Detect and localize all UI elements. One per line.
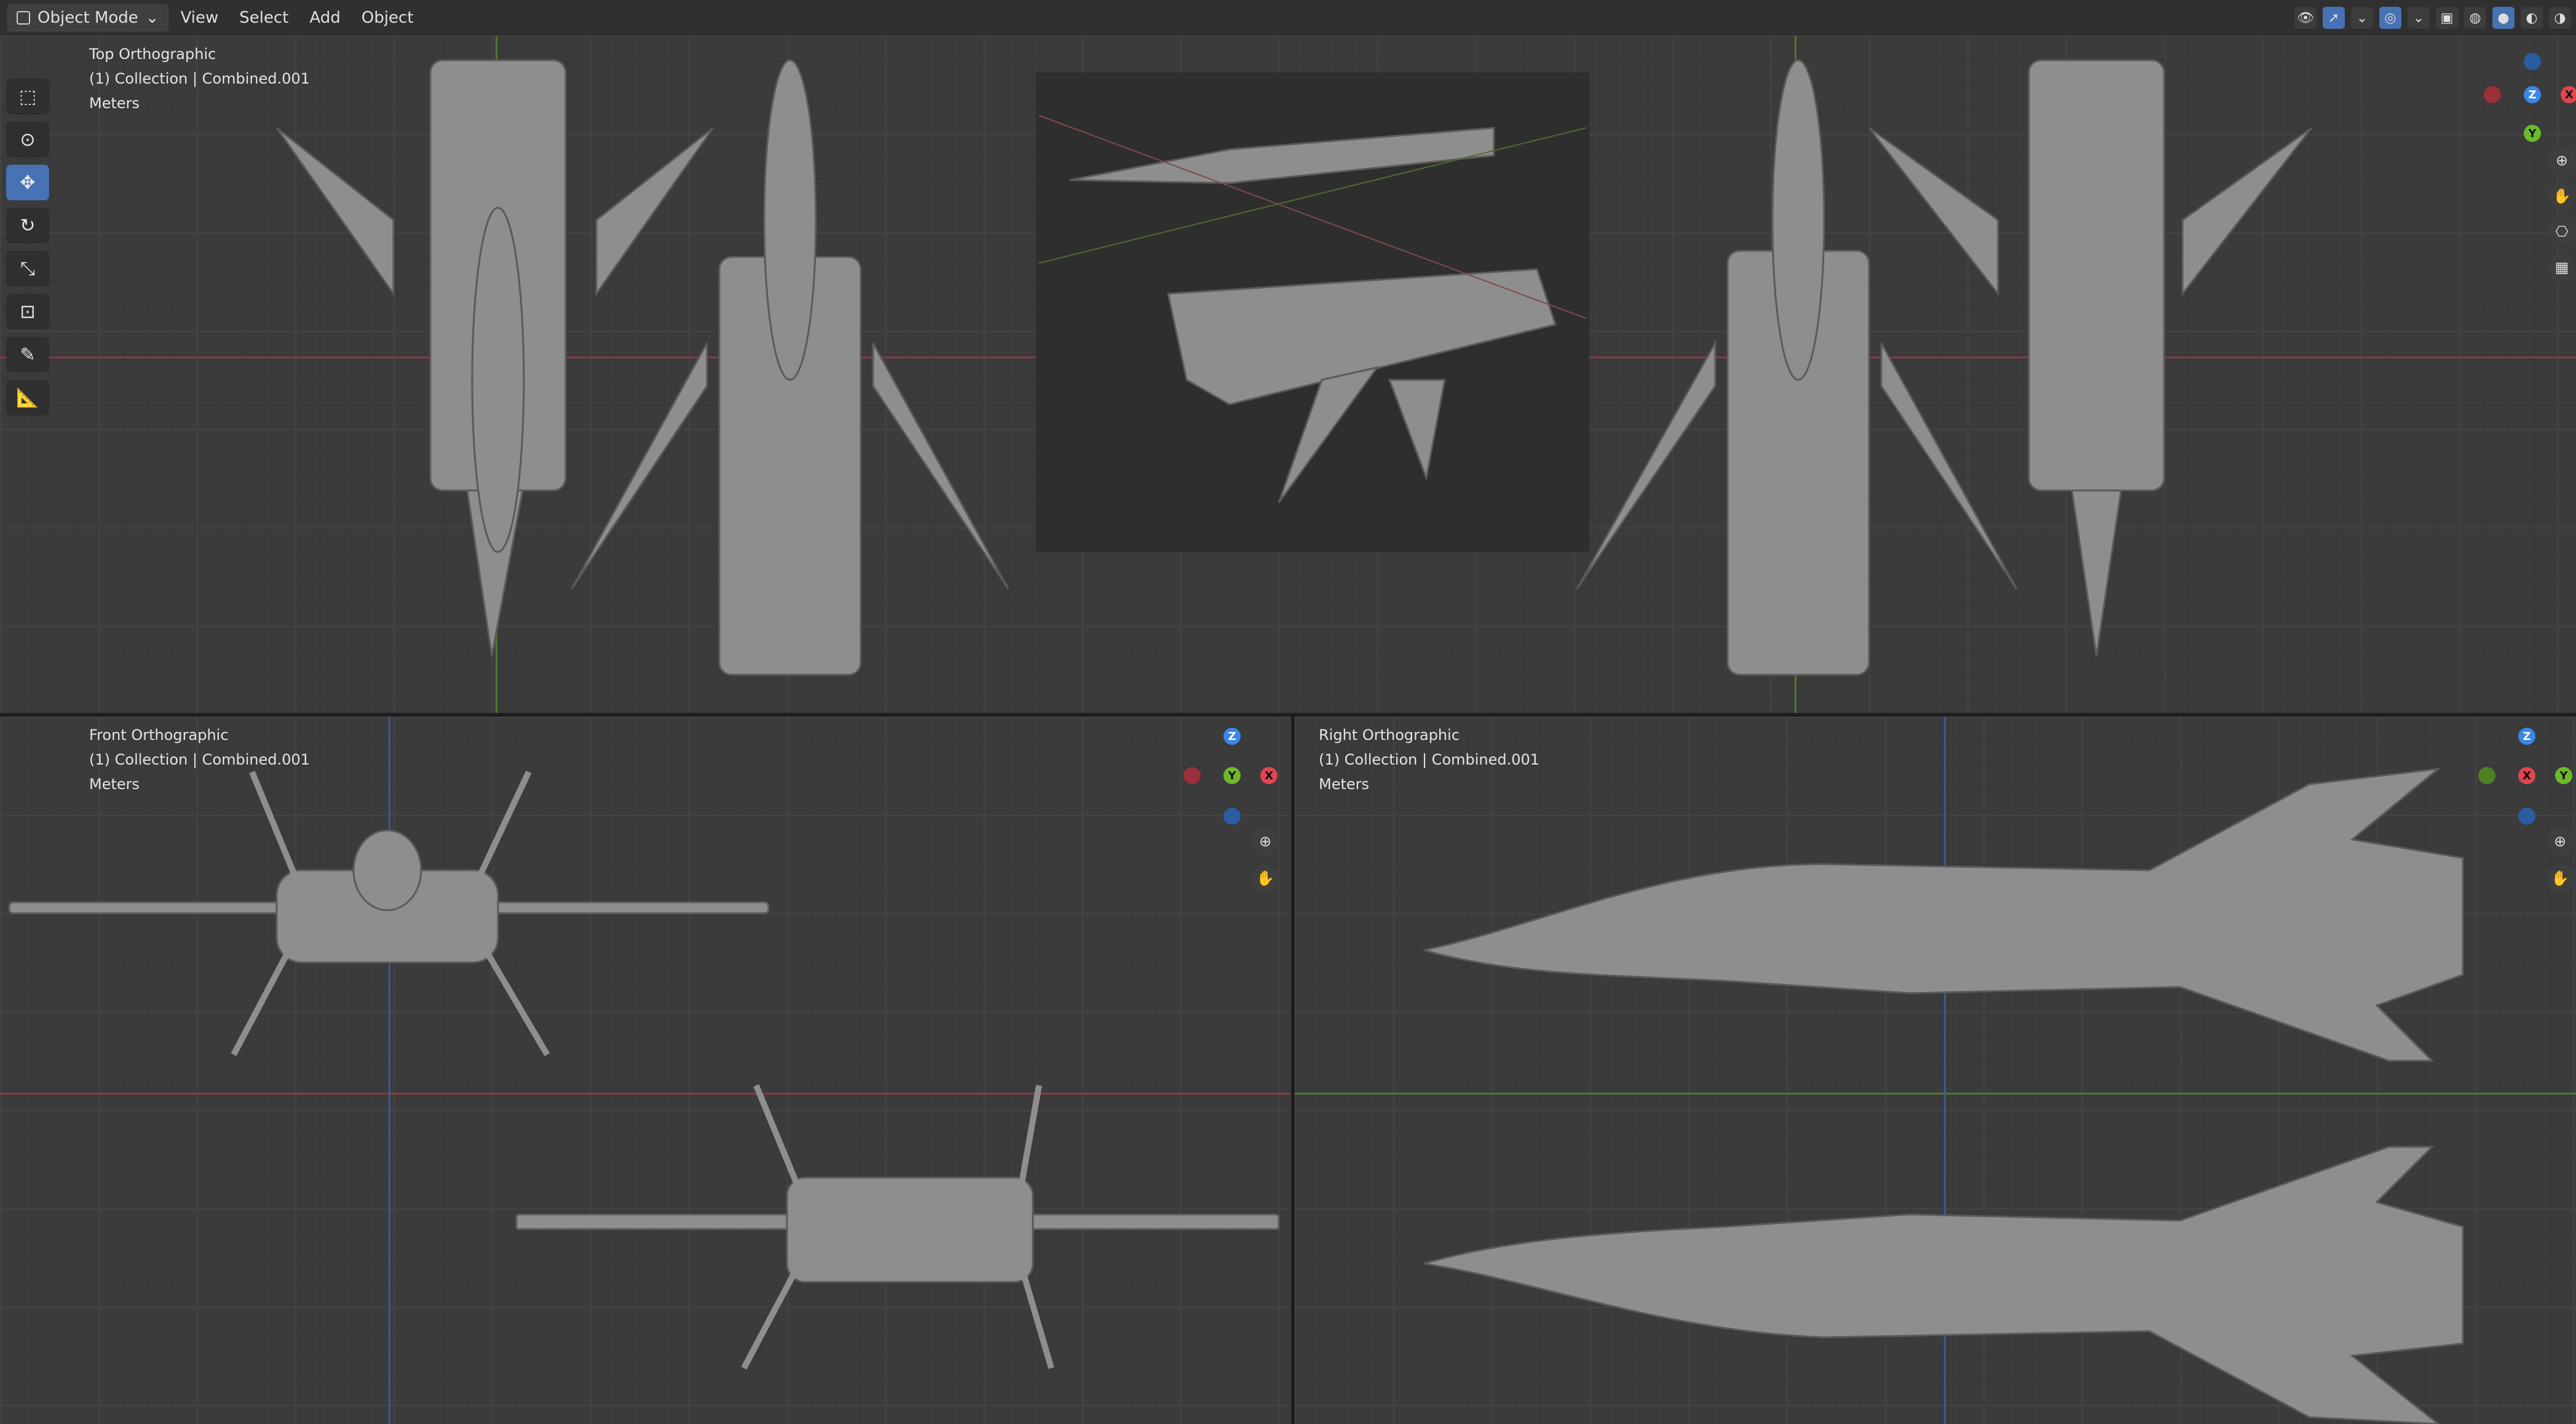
- gizmo-y[interactable]: Y: [2555, 767, 2572, 784]
- gizmo-z[interactable]: Z: [1223, 728, 1241, 745]
- rendered-shading-icon[interactable]: ◑: [2549, 7, 2571, 29]
- viewport-top-orthographic[interactable]: Top Orthographic (1) Collection | Combin…: [0, 36, 2576, 713]
- collection-label: (1) Collection | Combined.001: [89, 70, 310, 87]
- viewport-front-orthographic[interactable]: Front Orthographic (1) Collection | Comb…: [0, 717, 1291, 1424]
- chevron-down-icon[interactable]: ⌄: [2351, 7, 2373, 29]
- move-icon[interactable]: ✥: [6, 165, 49, 200]
- header-right-tools: 👁 ➚ ⌄ ◎ ⌄ ▣ ◍ ● ◐ ◑: [2294, 4, 2571, 32]
- view-name: Right Orthographic: [1319, 726, 1460, 744]
- gizmo-x[interactable]: X: [2561, 86, 2576, 103]
- rotate-icon[interactable]: ↻: [6, 208, 49, 243]
- z-axis-line: [389, 717, 390, 1424]
- grid-icon[interactable]: ▦: [2548, 253, 2576, 281]
- viewport-right-orthographic[interactable]: Right Orthographic (1) Collection | Comb…: [1295, 717, 2576, 1424]
- gizmo-neg-z[interactable]: [2524, 53, 2541, 70]
- ship-top-views: [275, 59, 2313, 676]
- menu-select[interactable]: Select: [239, 9, 289, 27]
- annotate-icon[interactable]: ✎: [6, 337, 49, 372]
- gizmo-x[interactable]: X: [1260, 767, 1278, 784]
- transform-icon[interactable]: ⊡: [6, 294, 49, 329]
- gizmo-x[interactable]: X: [2518, 767, 2535, 784]
- y-axis-line: [1295, 1093, 2576, 1095]
- measure-icon[interactable]: 📐: [6, 380, 49, 415]
- pan-hand-icon[interactable]: ✋: [2548, 182, 2576, 210]
- solid-shading-icon[interactable]: ●: [2492, 7, 2515, 29]
- menu-add[interactable]: Add: [309, 9, 341, 27]
- viewport-info: Top Orthographic (1) Collection | Combin…: [89, 42, 310, 116]
- gizmo-z[interactable]: Z: [2518, 728, 2535, 745]
- zoom-icon[interactable]: ⊕: [1251, 827, 1279, 856]
- gizmo-neg-x[interactable]: [1183, 767, 1201, 784]
- cursor-icon[interactable]: ⊙: [6, 122, 49, 157]
- zoom-icon[interactable]: ⊕: [2546, 827, 2574, 856]
- view-name: Top Orthographic: [89, 45, 216, 63]
- viewport-header: Object Mode ⌄ View Select Add Object 👁 ➚…: [0, 0, 2576, 36]
- units-label: Meters: [1319, 776, 1370, 793]
- xray-toggle-icon[interactable]: ▣: [2436, 7, 2458, 29]
- pan-hand-icon[interactable]: ✋: [1251, 864, 1279, 892]
- gizmo-y[interactable]: Y: [1223, 767, 1241, 784]
- scale-icon[interactable]: ⤡: [6, 251, 49, 286]
- gizmo-y[interactable]: Y: [2524, 125, 2541, 142]
- gizmo-neg-x[interactable]: [2484, 86, 2501, 103]
- gizmo-neg-z[interactable]: [2518, 808, 2535, 825]
- material-shading-icon[interactable]: ◐: [2521, 7, 2543, 29]
- gizmo-neg-z[interactable]: [1223, 808, 1241, 825]
- units-label: Meters: [89, 776, 140, 793]
- object-mode-icon: [17, 11, 30, 25]
- collection-label: (1) Collection | Combined.001: [89, 751, 310, 768]
- zoom-icon[interactable]: ⊕: [2548, 146, 2576, 175]
- select-box-icon[interactable]: ⬚: [6, 79, 49, 114]
- collection-label: (1) Collection | Combined.001: [1319, 751, 1540, 768]
- area-separator[interactable]: [0, 713, 2576, 717]
- viewport-info: Right Orthographic (1) Collection | Comb…: [1319, 723, 1539, 797]
- x-axis-line: [0, 1093, 1291, 1095]
- menu-object[interactable]: Object: [361, 9, 414, 27]
- viewport-info: Front Orthographic (1) Collection | Comb…: [89, 723, 310, 797]
- gizmo-z[interactable]: Z: [2524, 86, 2541, 103]
- ship-front-views: [8, 770, 1280, 1370]
- pan-hand-icon[interactable]: ✋: [2546, 864, 2574, 892]
- area-separator[interactable]: [1291, 717, 1295, 1424]
- visibility-icon[interactable]: 👁: [2294, 7, 2317, 29]
- tool-shelf: ⬚ ⊙ ✥ ↻ ⤡ ⊡ ✎ 📐: [6, 79, 54, 423]
- ship-side-views: [1423, 767, 2464, 1424]
- chevron-down-icon: ⌄: [145, 9, 159, 27]
- menu-view[interactable]: View: [180, 9, 219, 27]
- gizmo-neg-y[interactable]: [2478, 767, 2495, 784]
- units-label: Meters: [89, 95, 140, 112]
- camera-icon[interactable]: ⎔: [2548, 218, 2576, 246]
- overlays-toggle-icon[interactable]: ◎: [2379, 7, 2401, 29]
- chevron-down-icon[interactable]: ⌄: [2408, 7, 2430, 29]
- mode-selector[interactable]: Object Mode ⌄: [7, 4, 168, 31]
- z-axis-line: [1944, 717, 1946, 1424]
- gizmo-toggle-icon[interactable]: ➚: [2323, 7, 2345, 29]
- wireframe-shading-icon[interactable]: ◍: [2464, 7, 2486, 29]
- mode-label: Object Mode: [38, 9, 138, 27]
- view-name: Front Orthographic: [89, 726, 229, 744]
